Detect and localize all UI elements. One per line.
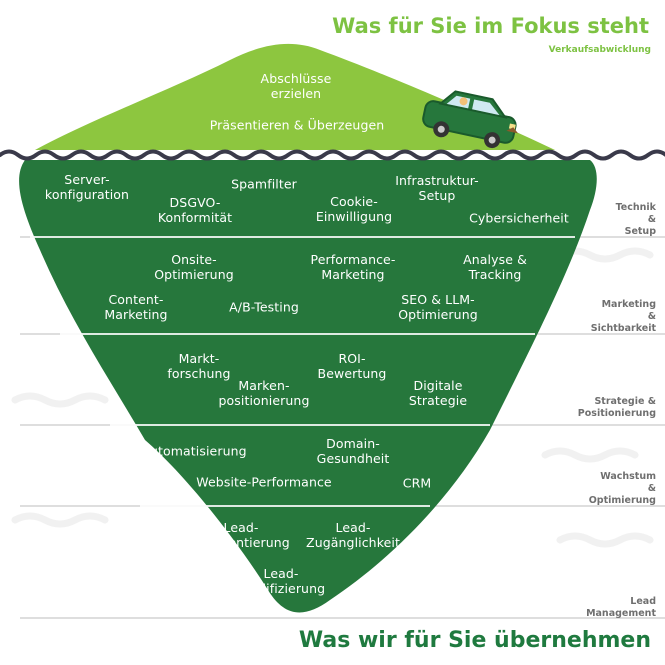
item-onsite: Onsite- Optimierung	[154, 252, 234, 282]
header-title: Was für Sie im Fokus steht	[332, 14, 649, 38]
item-lead-segmentierung: Lead- Segmentierung	[192, 520, 290, 550]
band-label-marketing: Marketing & Sichtbarkeit	[590, 299, 656, 334]
tip-label-abschluesse: Abschlüsse erzielen	[260, 71, 332, 101]
item-marktforschung: Markt- forschung	[167, 351, 231, 381]
header-subtitle: Verkaufsabwicklung	[548, 45, 651, 55]
item-lead-qualifizierung: Lead- Qualifizierung	[236, 566, 326, 596]
item-cookie: Cookie- Einwilligung	[315, 194, 393, 224]
item-domain: Domain- Gesundheit	[316, 436, 390, 466]
item-markenpositionierung: Marken- positionierung	[218, 378, 310, 408]
water-line	[0, 149, 665, 161]
item-performance-marketing: Performance- Marketing	[310, 252, 396, 282]
item-infrastruktur: Infrastruktur- Setup	[395, 173, 479, 203]
item-lead-zugaenglichkeit: Lead- Zugänglichkeit	[306, 520, 400, 550]
car-icon	[422, 90, 519, 149]
item-serverkonfiguration: Server- konfiguration	[44, 172, 130, 202]
item-content: Content- Marketing	[104, 292, 168, 322]
item-digitale-strategie: Digitale Strategie	[408, 378, 468, 408]
band-label-technik: Technik & Setup	[615, 202, 656, 237]
item-seo: SEO & LLM- Optimierung	[398, 292, 478, 322]
item-cybersicherheit: Cybersicherheit	[469, 210, 569, 226]
footer-title: Was wir für Sie übernehmen	[298, 628, 651, 653]
band-label-lead: Lead Management	[586, 596, 656, 619]
band-label-wachstum: Wachstum & Optimierung	[588, 471, 656, 506]
item-ab-testing: A/B-Testing	[229, 299, 299, 315]
band-label-strategie: Strategie & Positionierung	[577, 396, 656, 419]
item-analyse: Analyse & Tracking	[463, 252, 527, 282]
tip-label-praesentieren: Präsentieren & Überzeugen	[209, 117, 385, 133]
item-crm: CRM	[402, 475, 432, 491]
item-website-performance: Website-Performance	[196, 474, 332, 490]
item-dsgvo: DSGVO- Konformität	[157, 195, 233, 225]
item-automatisierung: Automatisierung	[141, 443, 247, 459]
item-roi: ROI- Bewertung	[317, 351, 387, 381]
item-spamfilter: Spamfilter	[231, 176, 297, 192]
iceberg-body	[19, 160, 597, 613]
